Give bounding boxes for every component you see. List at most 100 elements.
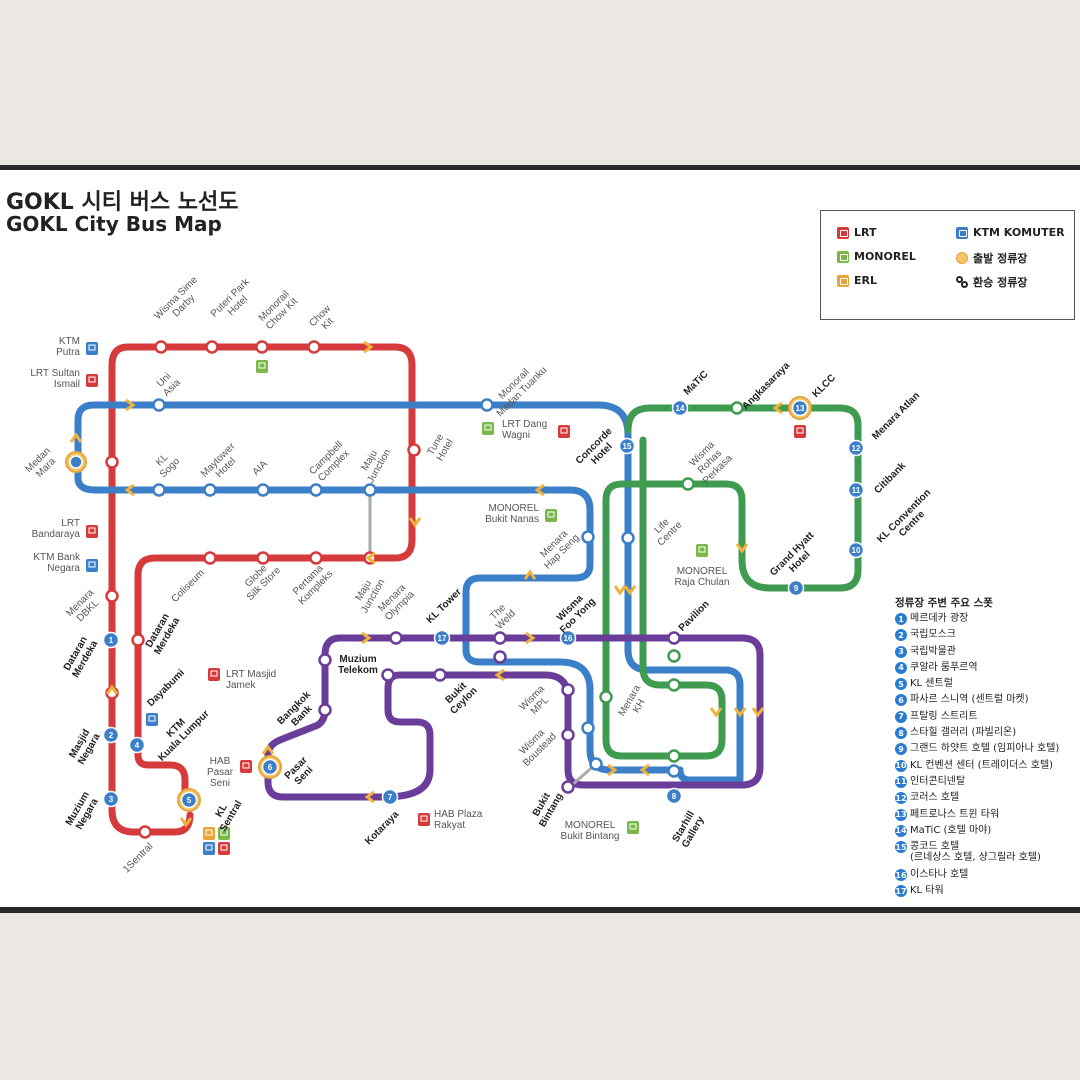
monorel-icon [627,821,639,834]
stop-label-masjid-negara: MasjidNegara [67,726,103,767]
stop-label-uni-asia: UniAsia [153,369,183,399]
spot-name: 스타힐 갤러리 (파빌리온) [910,727,1017,739]
direction-arrow-icon [124,483,135,497]
ktm-icon [86,342,98,355]
origin-stop-icon [956,252,968,264]
stop-label-line: AIA [251,458,270,477]
direction-arrow-icon [494,668,505,682]
stop-marker [493,650,507,664]
numbered-stop [102,631,120,649]
numbered-stop [180,791,198,809]
stop-label-chow-kit: ChowKit [307,303,341,337]
stop-label-line: Angkasaraya [740,360,792,412]
spot-number-badge: 7 [895,710,907,723]
lrt-icon-glyph [420,815,428,822]
stop-marker [309,551,323,565]
stop-label-dataran-merdeka-1: DataranMerdeka [61,633,101,680]
stop-label-grand-hyatt: Grand HyattHotel [768,530,824,586]
stop-marker [561,728,575,742]
stop-label-line: Ismail [54,379,80,390]
stop-label-sentral-1: 1Sentral [121,841,155,875]
legend-origin: 출발 정류장 [956,250,1027,266]
stop-marker [561,780,575,794]
monorel-icon [545,509,557,522]
direction-arrow-icon [365,551,376,565]
direction-arrow-icon [408,517,422,528]
stop-number: 10 [852,546,861,555]
stop-label-wisma-boustead: WismaBoustead [513,723,558,768]
lrt-icon [558,425,570,438]
stop-marker [667,749,681,763]
spot-number-badge: 4 [895,661,907,674]
lrt-icon-glyph [210,670,218,677]
stop-label-line: Citibank [872,460,908,496]
numbered-stop [847,481,865,499]
spot-name: 메르데카 광장 [910,613,969,624]
spot-number-badge: 2 [895,629,907,642]
spot-name: 파사르 스니역 (센트럴 마켓) [910,694,1029,706]
stop-marker [667,764,681,778]
spot-name: 프탈링 스트리트 [910,710,978,722]
stop-label-line: Bukit Nanas [485,514,539,525]
monorel-icon-glyph [484,424,492,431]
ktm-icon [203,842,215,855]
station-icons [86,342,806,855]
direction-arrow-icon [125,398,136,412]
stop-marker [152,398,166,412]
stop-marker [152,483,166,497]
stop-label-pasar-seni: PasarSeni [283,755,318,790]
spot-name: 그랜드 하얏트 호텔 (임피아나 호텔) [910,743,1060,755]
stop-number: 9 [794,584,799,593]
legend-transfer-label: 환승 정류장 [973,276,1028,289]
stop-marker [255,340,269,354]
stop-marker [309,483,323,497]
numbered-stop [618,437,636,455]
stop-label-menara-kh: MenaraKH [617,683,653,724]
stop-label-line: Jamek [226,680,256,691]
legend-origin-label: 출발 정류장 [973,252,1028,265]
lrt-icon [218,842,230,855]
spot-name: 페트로나스 트윈 타워 [910,808,1000,820]
stop-marker [131,633,145,647]
spot-number-badge: 17 [895,885,907,898]
lrt-icon-glyph [220,844,228,851]
stop-label-line: 1Sentral [121,841,155,875]
spot-number-badge: 3 [895,645,907,658]
spot-name: KL 센트럴 [910,678,953,690]
stop-marker [381,668,395,682]
spot-name: 이스타나 호텔 [910,869,969,881]
stop-label-line: Menara Atlan [870,390,922,442]
map-title-korean: GOKL 시티 버스 노선도 [6,190,239,215]
stop-number: 8 [672,792,677,801]
stop-label-pertama: PertamaKompleks [289,561,336,608]
stop-marker [363,483,377,497]
stop-marker [493,631,507,645]
stop-number: 1 [109,636,114,645]
stop-label-line: Bandaraya [32,529,81,540]
direction-arrow-icon [735,543,749,554]
spot-number-badge: 11 [895,775,907,788]
stop-label-wisma-mpl: WismaMPL [518,683,555,720]
legend-lrt-label: LRT [854,226,877,239]
stop-label-line: MONOREL [488,503,539,514]
numbered-stop [671,399,689,417]
stop-number: 3 [109,795,114,804]
red-route [108,343,416,836]
stop-label-line: LRT Masjid [226,669,276,680]
ktm-icon-glyph [88,344,96,351]
monorel-icon-glyph [220,829,228,836]
stop-label-matic: MaTiC [682,369,711,398]
spots-title: 정류장 주변 주요 스폿 [895,597,993,609]
lrt-icon [418,813,430,826]
stop-number: 16 [564,634,573,643]
stop-number: 13 [796,404,805,413]
